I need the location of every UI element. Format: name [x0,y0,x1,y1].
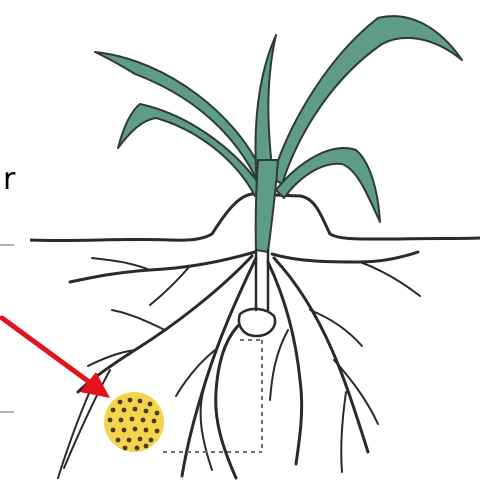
root-branch [274,258,368,452]
seed-tuber [239,309,275,336]
root-branch [360,262,420,296]
root-branch [310,310,362,346]
cut-off-label: r [3,162,16,197]
root-branch [268,262,302,464]
root-branch [88,350,135,366]
root-branch [112,310,165,330]
root-branch [272,252,418,262]
plant-leaves [95,16,462,252]
root-branch [92,258,150,270]
root-branch [58,380,95,478]
arrow-shaft [2,318,92,384]
root-branch [150,266,190,305]
root-branch [270,330,288,400]
plant-stem [256,160,278,252]
pointer-arrow [2,318,110,398]
root-stub [256,250,268,310]
leaf-upper-right [272,16,462,184]
root-branch [201,385,212,470]
root-branch [341,392,346,472]
root-system [58,250,420,478]
fertilizer-band [104,392,164,452]
root-branch [70,252,255,282]
